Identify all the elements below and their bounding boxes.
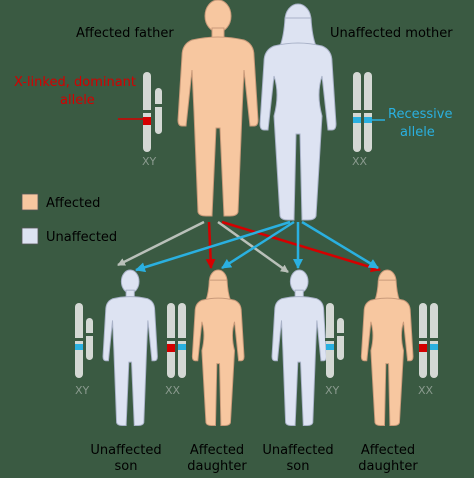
child-2-label-line1: Affected	[190, 443, 244, 458]
father-chromosomes	[142, 72, 163, 152]
child-1-figure	[102, 269, 158, 427]
mother-recessive-allele-marker-2	[364, 117, 372, 123]
arrow-father-to-daughter-2	[221, 220, 381, 273]
child-3-chromosomes	[325, 303, 345, 378]
father-chrom-label: XY	[142, 155, 157, 168]
child-3-label-line2: son	[287, 459, 310, 474]
inheritance-arrows	[117, 220, 381, 274]
father-label: Affected father	[76, 26, 174, 41]
legend: Affected Unaffected	[21, 193, 117, 245]
child-1-chromosomes	[74, 303, 94, 378]
child-1-label-line1: Unaffected	[90, 443, 161, 458]
recessive-allele-label-2: allele	[400, 125, 435, 140]
child-3-chrom-label: XY	[325, 384, 340, 397]
child-4-label-line1: Affected	[361, 443, 415, 458]
father-figure	[177, 0, 259, 217]
child-4-label-line2: daughter	[358, 459, 418, 474]
mother-chrom-label: XX	[352, 155, 368, 168]
legend-affected-label: Affected	[46, 196, 100, 211]
arrow-father-to-daughter-1	[205, 221, 216, 269]
child-4-figure	[360, 269, 414, 427]
arrow-mother-to-daughter-1	[221, 220, 295, 270]
mother-figure	[259, 3, 337, 221]
legend-unaffected-label: Unaffected	[46, 230, 117, 245]
child-1-label-line2: son	[115, 459, 138, 474]
child-3-figure	[271, 269, 327, 427]
child-1-chrom-label: XY	[75, 384, 90, 397]
child-4-chromosomes	[418, 303, 439, 378]
arrow-father-to-son-1	[117, 220, 205, 267]
legend-affected-swatch	[21, 193, 39, 211]
child-3-label-line1: Unaffected	[262, 443, 333, 458]
dominant-allele-label-1: X-linked, dominant	[14, 75, 136, 90]
mother-label: Unaffected mother	[330, 26, 453, 41]
child-2-figure	[191, 269, 245, 427]
mother-recessive-allele-marker-1	[353, 117, 361, 123]
child-2-label-line2: daughter	[187, 459, 247, 474]
child-2-chrom-label: XX	[165, 384, 181, 397]
child-4-chrom-label: XX	[418, 384, 434, 397]
legend-unaffected-swatch	[21, 227, 39, 245]
arrow-mother-to-daughter-2	[301, 220, 379, 270]
child-2-chromosomes	[166, 303, 187, 378]
recessive-allele-label-1: Recessive	[388, 107, 452, 122]
dominant-allele-label-2: allele	[60, 93, 95, 108]
mother-chromosomes	[352, 72, 373, 152]
father-dominant-allele-marker	[143, 117, 151, 125]
arrow-mother-to-son-1	[135, 220, 291, 273]
